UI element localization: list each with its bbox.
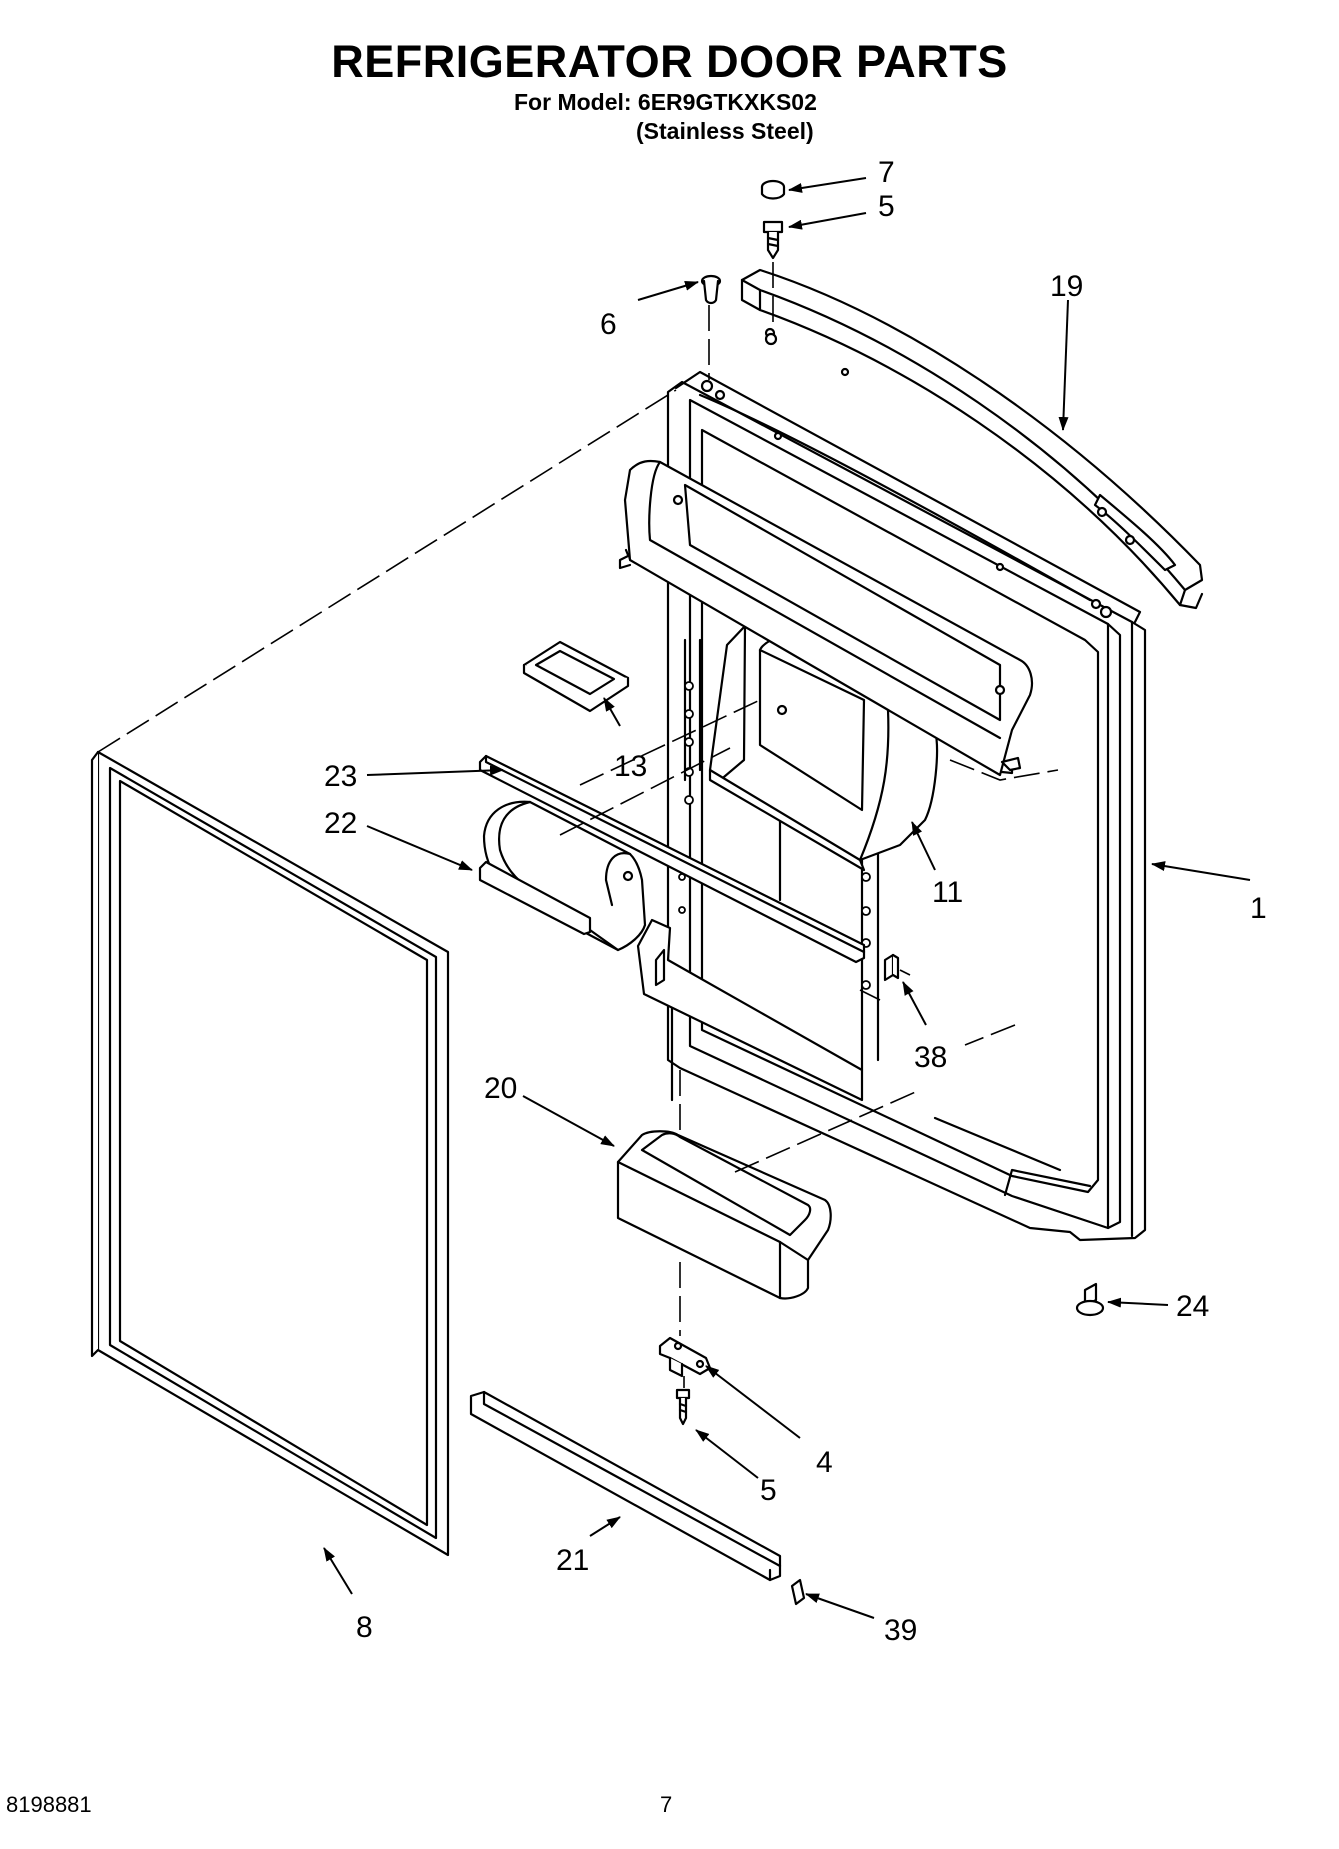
upper-door-shelf [618, 459, 1034, 777]
page-number: 7 [660, 1792, 673, 1817]
callout-21: 21 [556, 1544, 589, 1577]
callout-4: 4 [816, 1446, 833, 1479]
callout-22: 22 [324, 807, 357, 840]
hole-plug-part-7 [760, 179, 786, 200]
callout-20: 20 [484, 1072, 517, 1105]
finish-line: (Stainless Steel) [636, 118, 814, 144]
door-bin-part-11 [708, 624, 939, 872]
screw-part-5-bottom [675, 1388, 691, 1426]
document-number: 8198881 [6, 1792, 92, 1817]
bottom-trim-part-21 [469, 1390, 782, 1582]
callout-5-top: 5 [878, 190, 895, 223]
callout-23: 23 [324, 760, 357, 793]
page-title: REFRIGERATOR DOOR PARTS [331, 36, 1008, 87]
callout-8: 8 [356, 1611, 373, 1644]
model-line: For Model: 6ER9GTKXKS02 [514, 89, 817, 115]
door-trim-part-19 [740, 268, 1204, 610]
exploded-view-guide-lines [97, 262, 1059, 1388]
callout-19: 19 [1050, 270, 1083, 303]
clip-part-38 [883, 953, 900, 982]
callout-24: 24 [1176, 1290, 1209, 1323]
callout-leaders [323, 177, 1251, 1619]
callout-1: 1 [1250, 892, 1267, 925]
hinge-pin-part-24 [1075, 1282, 1105, 1317]
door-stop-pin-part-6 [700, 274, 722, 305]
end-cap-part-39 [790, 1578, 806, 1606]
hinge-part-4 [658, 1336, 712, 1378]
callout-38: 38 [914, 1041, 947, 1074]
callout-13: 13 [614, 750, 647, 783]
dairy-bin-part-22 [478, 800, 647, 952]
screw-part-5-top [762, 220, 784, 260]
door-gasket-part-8 [90, 750, 450, 1557]
callout-5-bottom: 5 [760, 1474, 777, 1507]
callout-7: 7 [878, 156, 895, 189]
callout-labels: 7 5 19 6 13 23 22 11 1 38 20 24 4 5 21 3… [324, 156, 1267, 1647]
callout-39: 39 [884, 1614, 917, 1647]
callout-6: 6 [600, 308, 617, 341]
tray-part-13 [522, 640, 630, 713]
callout-11: 11 [932, 876, 963, 909]
door-bin-part-20 [616, 1130, 832, 1300]
